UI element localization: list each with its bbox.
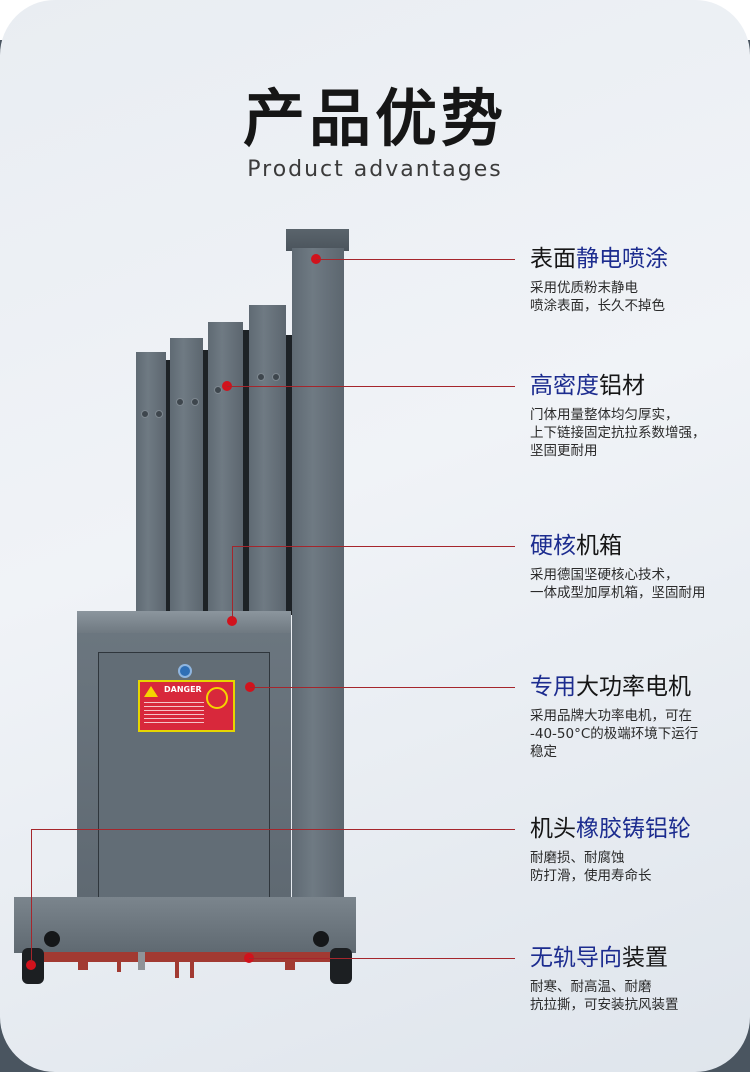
screw: [141, 410, 149, 418]
warning-triangle-icon: [144, 686, 158, 697]
feature-surface-coating: 表面静电喷涂 采用优质粉末静电 喷涂表面，长久不掉色: [530, 244, 745, 315]
bumper: [313, 931, 329, 947]
feature-title: 专用大功率电机: [530, 672, 745, 702]
danger-sticker: DANGER: [138, 680, 235, 732]
bracket: [190, 952, 194, 978]
fence-segment: [208, 322, 243, 615]
no-person-icon: [206, 687, 228, 709]
title-highlight: 高密度: [530, 373, 599, 399]
feature-description: 耐寒、耐高温、耐磨 抗拉撕，可安装抗风装置: [530, 979, 679, 1013]
callout-line-1: [316, 259, 515, 260]
feature-description: 采用优质粉末静电 喷涂表面，长久不掉色: [530, 280, 665, 314]
feature-description: 耐磨损、耐腐蚀 防打滑，使用寿命长: [530, 850, 652, 884]
screw: [214, 386, 222, 394]
feature-description: 采用品牌大功率电机，可在 -40-50°C的极端环境下运行 稳定: [530, 708, 699, 760]
fence-segment: [136, 352, 166, 615]
screw: [257, 373, 265, 381]
screw: [155, 410, 163, 418]
callout-line-5: [31, 829, 515, 830]
title-plain: 表面: [530, 246, 576, 272]
callout-line-2: [227, 386, 515, 387]
title-plain: 机箱: [576, 533, 622, 559]
title-plain: 机头: [530, 816, 576, 842]
feature-guide: 无轨导向装置 耐寒、耐高温、耐磨 抗拉撕，可安装抗风装置: [530, 943, 745, 1014]
title-plain: 装置: [622, 945, 668, 971]
base-chassis: [14, 897, 356, 953]
bracket: [175, 952, 179, 978]
housing-top: [77, 611, 291, 633]
feature-title: 机头橡胶铸铝轮: [530, 814, 745, 844]
bracket: [117, 952, 121, 972]
fence-segment: [170, 338, 203, 615]
feature-title: 高密度铝材: [530, 371, 745, 401]
title-highlight: 静电喷涂: [576, 246, 668, 272]
lock-icon: [178, 664, 192, 678]
segment-gap: [243, 330, 249, 615]
callout-line-3: [232, 546, 515, 547]
feature-title: 硬核机箱: [530, 531, 745, 561]
post-cap: [286, 229, 349, 251]
spring: [138, 952, 145, 970]
screw: [191, 398, 199, 406]
title-plain: 大功率电机: [576, 674, 691, 700]
segment-gap: [166, 360, 170, 615]
feature-motor: 专用大功率电机 采用品牌大功率电机，可在 -40-50°C的极端环境下运行 稳定: [530, 672, 745, 761]
page-subtitle: Product advantages: [247, 157, 503, 182]
feature-aluminum: 高密度铝材 门体用量整体均匀厚实， 上下链接固定抗拉系数增强， 坚固更耐用: [530, 371, 745, 460]
callout-line-6: [249, 958, 515, 959]
segment-gap: [203, 350, 208, 615]
bracket: [78, 952, 88, 970]
feature-description: 采用德国坚硬核心技术， 一体成型加厚机箱，坚固耐用: [530, 567, 706, 601]
fence-segment: [249, 305, 286, 615]
danger-label: DANGER: [164, 685, 202, 694]
feature-title: 表面静电喷涂: [530, 244, 745, 274]
post-gap: [286, 335, 292, 615]
callout-line-5v: [31, 829, 32, 962]
callout-line-3v: [232, 546, 233, 618]
wheel-right: [330, 948, 352, 984]
screw: [272, 373, 280, 381]
callout-dot-3: [227, 616, 237, 626]
feature-description: 门体用量整体均匀厚实， 上下链接固定抗拉系数增强， 坚固更耐用: [530, 407, 706, 459]
main-post: [292, 248, 344, 908]
title-highlight: 橡胶铸铝轮: [576, 816, 691, 842]
screw: [176, 398, 184, 406]
callout-line-4: [250, 687, 515, 688]
feature-title: 无轨导向装置: [530, 943, 745, 973]
title-highlight: 无轨导向: [530, 945, 622, 971]
title-highlight: 专用: [530, 674, 576, 700]
page-title: 产品优势: [242, 82, 507, 155]
title-plain: 铝材: [599, 373, 645, 399]
sticker-text-lines: [144, 702, 204, 724]
bumper: [44, 931, 60, 947]
feature-chassis: 硬核机箱 采用德国坚硬核心技术， 一体成型加厚机箱，坚固耐用: [530, 531, 745, 602]
bracket: [285, 952, 295, 970]
feature-wheels: 机头橡胶铸铝轮 耐磨损、耐腐蚀 防打滑，使用寿命长: [530, 814, 745, 885]
title-highlight: 硬核: [530, 533, 576, 559]
callout-dot-5: [26, 960, 36, 970]
